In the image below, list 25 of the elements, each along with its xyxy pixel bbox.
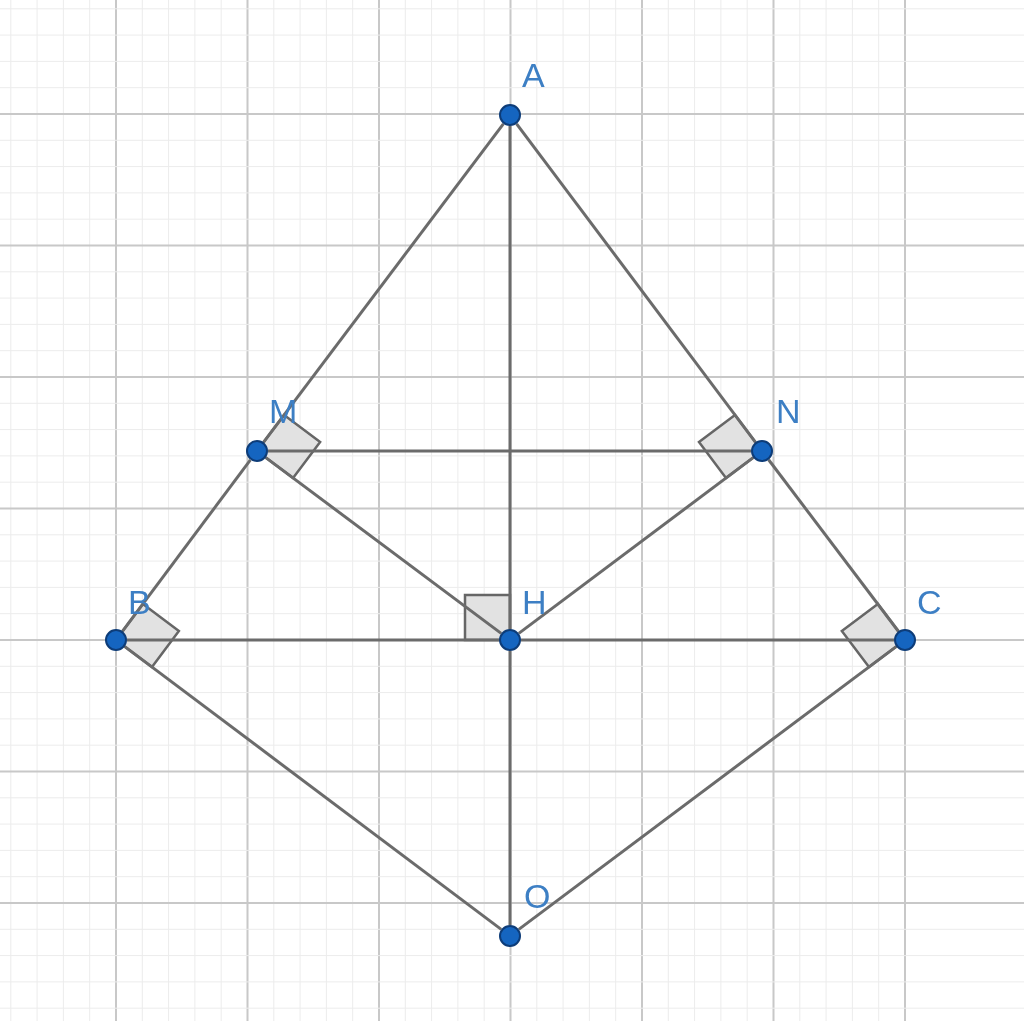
point-label: C <box>917 584 942 620</box>
line-segment <box>515 122 757 444</box>
point-dot <box>894 629 916 651</box>
line-segment <box>508 126 512 629</box>
point-dot <box>246 440 268 462</box>
line-segment <box>268 449 751 453</box>
point-label: O <box>524 878 551 914</box>
point-dot <box>499 629 521 651</box>
line-segment <box>121 458 252 633</box>
point-dot <box>499 925 521 947</box>
point-label: N <box>776 393 801 429</box>
line-segment <box>767 458 900 633</box>
line-segment <box>264 456 503 635</box>
line-segment <box>262 122 505 444</box>
line-segment <box>508 651 512 925</box>
line-segment <box>517 645 898 931</box>
point-dot <box>105 629 127 651</box>
line-segment <box>521 638 894 642</box>
line-segment <box>127 638 499 642</box>
point-label: A <box>522 57 545 93</box>
line-segment <box>123 645 503 931</box>
point-label: H <box>522 584 547 620</box>
point-dot <box>499 104 521 126</box>
point-dot <box>751 440 773 462</box>
line-segment <box>517 456 755 635</box>
